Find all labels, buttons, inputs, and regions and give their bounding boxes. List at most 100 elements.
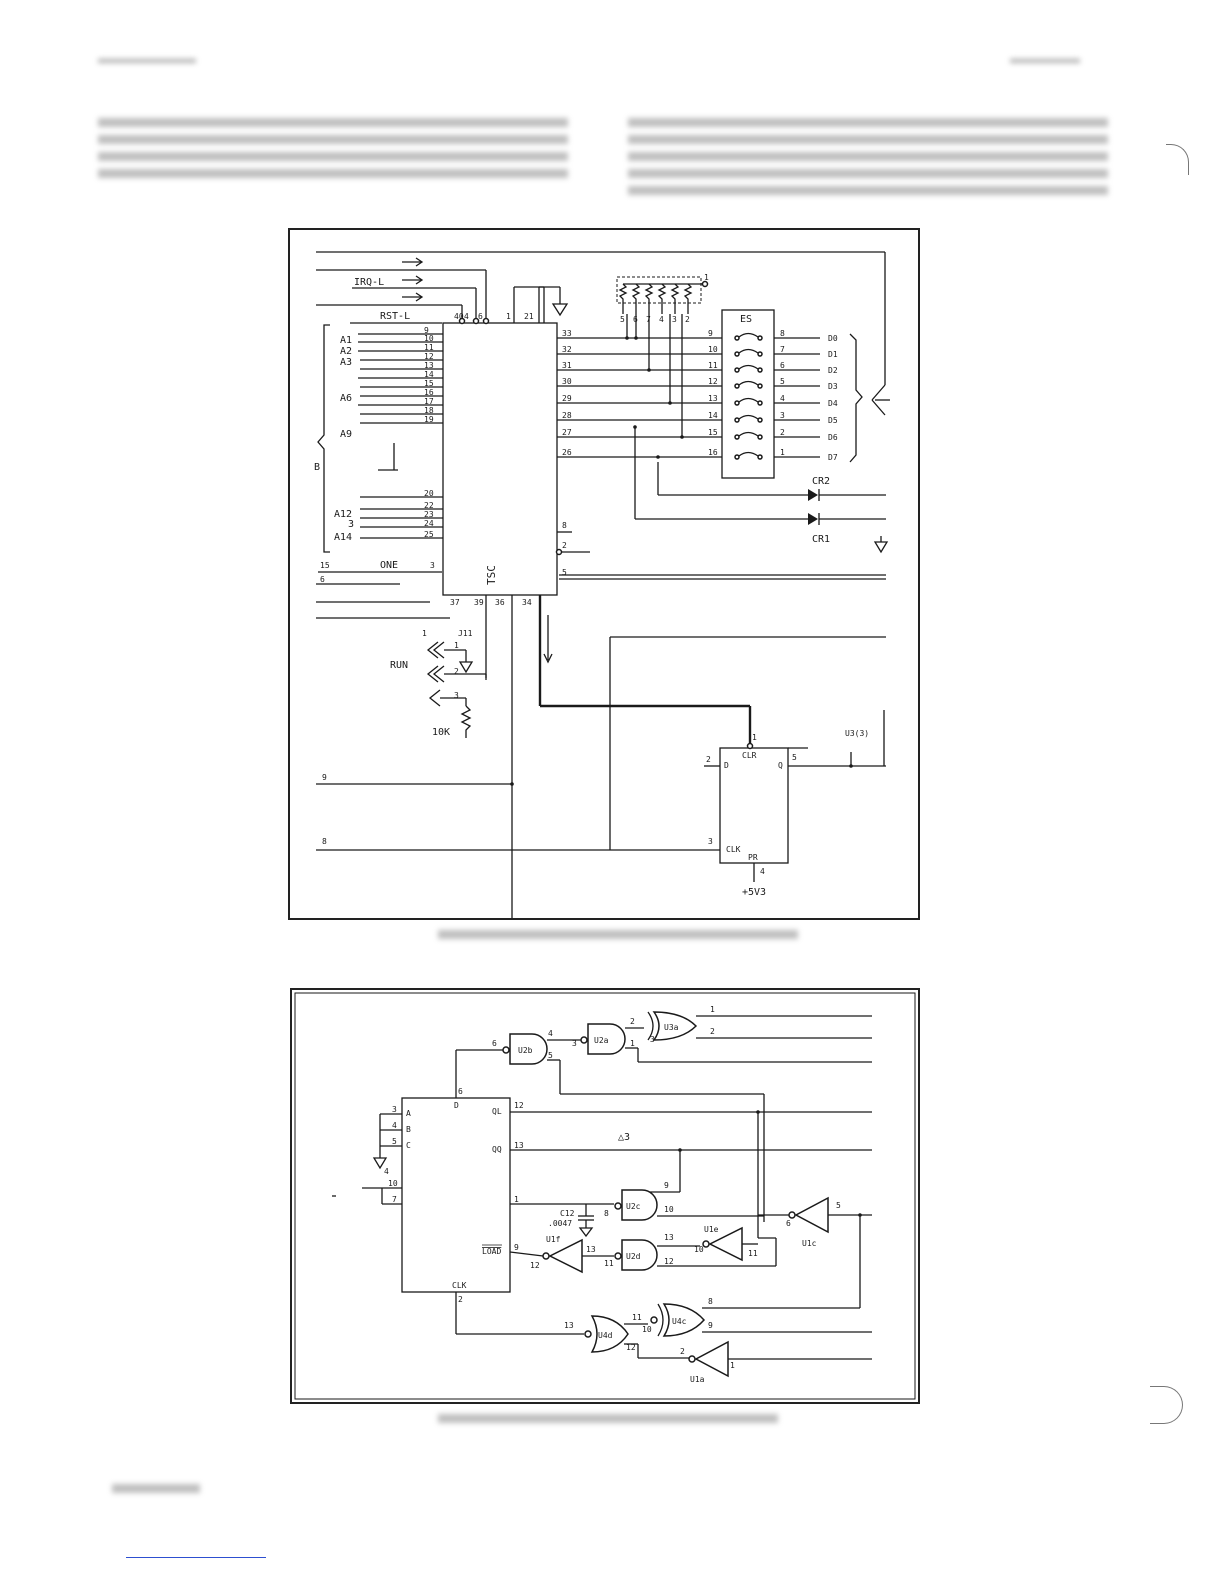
- pullup-resistor: [618, 283, 628, 314]
- tsc-left-pin-number: 11: [424, 343, 434, 352]
- footer-text: [112, 1484, 200, 1493]
- tsc-left-pin-number: 12: [424, 352, 434, 361]
- svg-text:3: 3: [392, 1105, 397, 1114]
- tsc-left-pin-number: 23: [424, 510, 434, 519]
- svg-text:A3: A3: [340, 357, 352, 368]
- svg-text:9: 9: [708, 1321, 713, 1330]
- dip-switch: [738, 397, 759, 403]
- svg-text:3: 3: [348, 519, 354, 530]
- svg-text:40: 40: [454, 312, 464, 321]
- svg-text:QL: QL: [492, 1107, 502, 1116]
- data-bus-label: D7: [828, 453, 838, 462]
- svg-text:D: D: [454, 1101, 459, 1110]
- pullup-resistor: [683, 283, 693, 314]
- data-bus-label: D2: [828, 366, 838, 375]
- tsc-right-pin-number: 29: [562, 394, 572, 403]
- pullup-resistor: [670, 283, 680, 314]
- svg-text:10: 10: [642, 1325, 652, 1334]
- svg-text:C: C: [406, 1141, 411, 1150]
- svg-text:4: 4: [548, 1029, 553, 1038]
- u2c-label: U2c: [626, 1202, 641, 1211]
- svg-text:6: 6: [478, 312, 483, 321]
- intro-left-text: [98, 118, 568, 178]
- svg-text:A14: A14: [334, 532, 352, 543]
- svg-text:A: A: [406, 1109, 411, 1118]
- svg-text:10: 10: [388, 1179, 398, 1188]
- j11-label: J11: [458, 629, 473, 638]
- svg-text:PR: PR: [748, 853, 758, 862]
- svg-text:5: 5: [836, 1201, 841, 1210]
- es-right-pin-number: 6: [780, 361, 785, 370]
- data-bus-label: D5: [828, 416, 838, 425]
- dip-switch: [738, 364, 759, 370]
- u2a-label: U2a: [594, 1036, 609, 1045]
- svg-text:13: 13: [564, 1321, 574, 1330]
- svg-text:5: 5: [792, 753, 797, 762]
- svg-text:2: 2: [454, 667, 459, 676]
- es-right-pin-number: 1: [780, 448, 785, 457]
- data-bus-label: D4: [828, 399, 838, 408]
- svg-text:1: 1: [710, 1005, 715, 1014]
- es-left-pin-number: 15: [708, 428, 718, 437]
- svg-text:4: 4: [392, 1121, 397, 1130]
- cr1-label: CR1: [812, 534, 830, 545]
- pullup-resistor: [631, 283, 641, 314]
- svg-text:D: D: [724, 761, 729, 770]
- u3a-label: U3a: [664, 1023, 679, 1032]
- tsc-right-pin-number: 32: [562, 345, 572, 354]
- svg-text:A2: A2: [340, 346, 352, 357]
- es-left-pin-number: 14: [708, 411, 718, 420]
- dip-switch: [738, 348, 759, 354]
- rst-label: RST-L: [380, 311, 410, 322]
- svg-text:6: 6: [458, 1087, 463, 1096]
- tsc-right-pin-number: 33: [562, 329, 572, 338]
- ff-clr: CLR: [742, 751, 757, 760]
- svg-text:2: 2: [458, 1295, 463, 1304]
- svg-text:34: 34: [522, 598, 532, 607]
- svg-text:1: 1: [506, 312, 511, 321]
- c12-value: .0047: [548, 1219, 572, 1228]
- data-bus-label: D3: [828, 382, 838, 391]
- figure-2-frame: D 6 QL 12 QQ 13 1 LOAD 9 CLK 2 A B C 3 4…: [290, 988, 920, 1404]
- bus-label-b: B: [314, 462, 320, 473]
- svg-text:CLK: CLK: [726, 845, 741, 854]
- svg-text:36: 36: [495, 598, 505, 607]
- tsc-left-pin-number: 20: [424, 489, 434, 498]
- svg-text:13: 13: [514, 1141, 524, 1150]
- one-label: ONE: [380, 560, 398, 571]
- es-right-pin-number: 8: [780, 329, 785, 338]
- svg-text:A12: A12: [334, 509, 352, 520]
- es-left-pin-number: 10: [708, 345, 718, 354]
- svg-text:9: 9: [514, 1243, 519, 1252]
- rpack-pin-number: 3: [672, 315, 677, 324]
- es-right-pin-number: 2: [780, 428, 785, 437]
- tsc-left-pin-number: 19: [424, 415, 434, 424]
- es-left-pin-number: 13: [708, 394, 718, 403]
- supply-label: +5V3: [742, 887, 766, 898]
- data-bus-label: D0: [828, 334, 838, 343]
- load-pin-label: LOAD: [482, 1247, 501, 1256]
- figure-1-schematic: IRQ-L RST-L TSC 40 4 6 1 21 910111213141…: [314, 251, 890, 918]
- svg-text:B: B: [406, 1125, 411, 1134]
- es-right-pin-number: 7: [780, 345, 785, 354]
- caption-fig1: [438, 930, 798, 939]
- dip-switch: [738, 431, 759, 437]
- dip-switch: [738, 380, 759, 386]
- svg-text:1: 1: [630, 1039, 635, 1048]
- u1f-label: U1f: [546, 1235, 561, 1244]
- tsc-left-pin-number: 10: [424, 334, 434, 343]
- svg-text:12: 12: [664, 1257, 674, 1266]
- pullup-resistor: [657, 283, 667, 314]
- svg-text:6: 6: [320, 575, 325, 584]
- svg-text:2: 2: [630, 1017, 635, 1026]
- svg-text:8: 8: [322, 837, 327, 846]
- svg-text:9: 9: [664, 1181, 669, 1190]
- svg-text:8: 8: [604, 1209, 609, 1218]
- u1c-label: U1c: [802, 1239, 817, 1248]
- es-right-pin-number: 5: [780, 377, 785, 386]
- svg-text:1: 1: [514, 1195, 519, 1204]
- svg-text:3: 3: [708, 837, 713, 846]
- svg-text:1: 1: [730, 1361, 735, 1370]
- tsc-left-pin-number: 22: [424, 501, 434, 510]
- edge-mark-top: [1166, 144, 1189, 175]
